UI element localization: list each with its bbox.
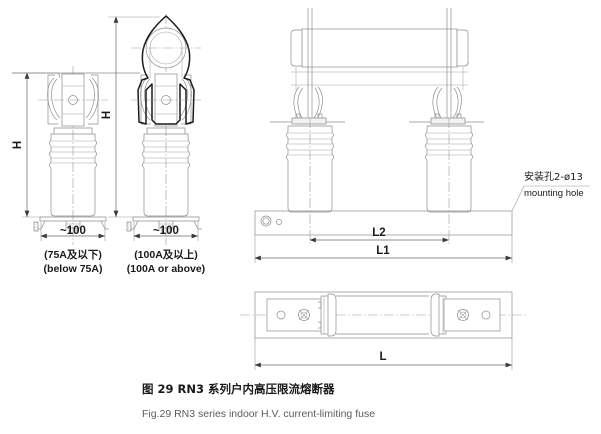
dim-label-width-large: ~100 — [153, 225, 179, 237]
terminal-hole-right-1 — [481, 310, 491, 320]
dimension-l2: L2 — [309, 227, 449, 243]
elevation-small-label-en: (below 75A) — [44, 263, 103, 275]
dim-label-l1: L1 — [376, 245, 390, 257]
ferrule-left — [318, 293, 337, 337]
dimension-l1: L1 — [254, 235, 513, 263]
dimension-width-small: ~100 — [40, 222, 106, 241]
elevation-100a-or-above: H ~100 (100A及以上) (100A or above) — [12, 14, 205, 275]
dim-label-l2: L2 — [372, 227, 385, 239]
arc-shield-outline — [137, 15, 195, 125]
front-assembly-view: 安装孔2-ø13 mounting hole L2 L1 — [254, 8, 590, 263]
terminal-hole-left-1 — [276, 310, 286, 320]
figure-caption-en: Fig.29 RN3 series indoor H.V. current-li… — [142, 408, 375, 420]
left-support-assembly — [270, 86, 345, 245]
terminal-plate-left — [266, 298, 324, 332]
plan-assembly-view: L — [240, 291, 528, 370]
terminal-bolt-right — [457, 309, 469, 321]
right-support-assembly — [409, 86, 484, 245]
fuse-cartridge — [290, 28, 469, 90]
mounting-hole-small — [276, 219, 282, 225]
figure-caption: 图 29 RN3 系列户内高压限流熔断器 Fig.29 RN3 series i… — [142, 382, 375, 420]
elevation-large-label-en: (100A or above) — [127, 263, 205, 275]
terminal-bolt-left — [298, 309, 310, 321]
mounting-hole-note-cn: 安装孔2-ø13 — [524, 170, 583, 183]
elevation-large-label-cn: (100A及以上) — [134, 248, 198, 261]
mounting-hole-note-en: mounting hole — [524, 188, 584, 199]
mounting-hole-note: 安装孔2-ø13 mounting hole — [511, 170, 590, 212]
terminal-plate-right — [443, 298, 501, 332]
dim-label-l: L — [379, 351, 386, 363]
dim-label-h-small: H — [12, 141, 24, 149]
insulator-body — [49, 127, 97, 217]
mounting-hole-outer — [260, 215, 272, 227]
note-leader-line — [511, 185, 590, 212]
dimension-height-large: H — [101, 16, 160, 218]
dim-label-h-large: H — [101, 111, 113, 119]
mounting-base-plate — [254, 210, 513, 236]
elevation-small-label-cn: (75A及以下) — [44, 249, 102, 261]
dimension-l: L — [254, 338, 513, 370]
mounting-hole-inner — [262, 217, 270, 225]
figure-caption-cn: 图 29 RN3 系列户内高压限流熔断器 — [142, 382, 335, 396]
dim-label-width-small: ~100 — [60, 225, 86, 237]
dimension-width-large: ~100 — [133, 222, 199, 241]
insulator-body — [142, 127, 190, 217]
